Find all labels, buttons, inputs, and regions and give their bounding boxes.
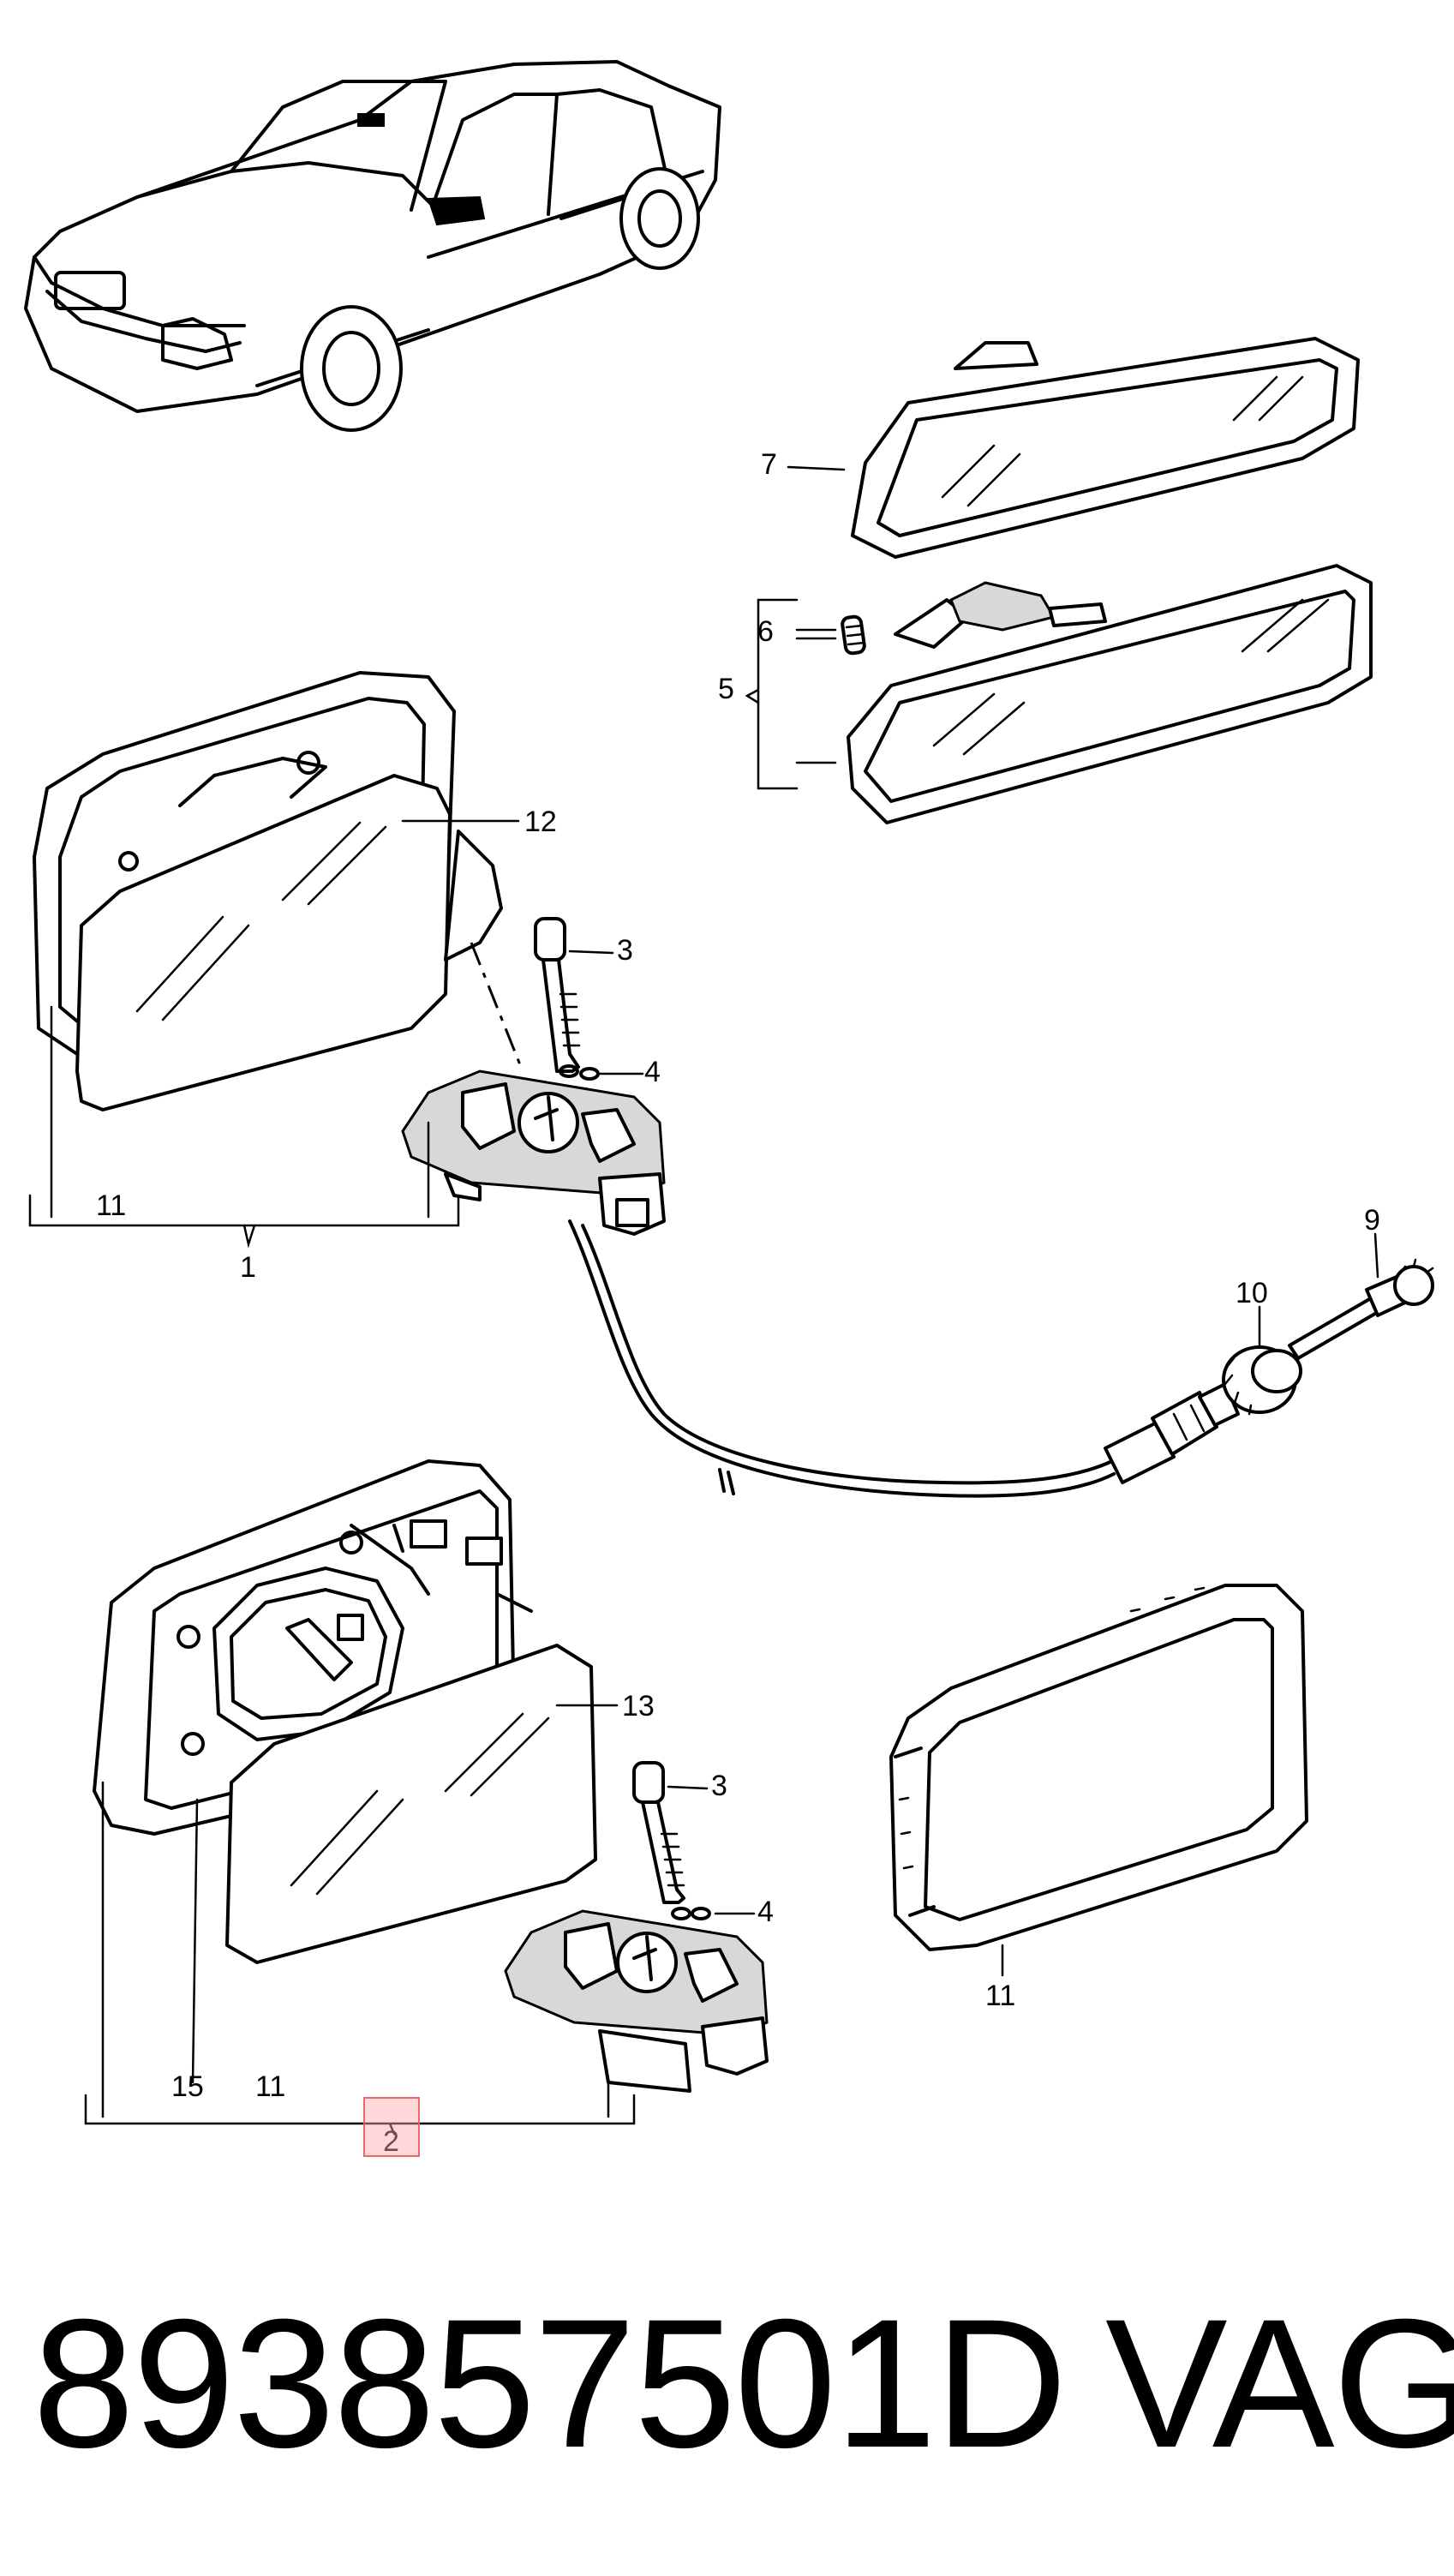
adjuster-9 bbox=[1288, 1258, 1434, 1360]
connector bbox=[1104, 1382, 1240, 1484]
interior-mirror-assembly-5 bbox=[841, 564, 1373, 824]
bracket-5 bbox=[745, 598, 837, 790]
leader-3-upper bbox=[568, 950, 614, 955]
bracket-2 bbox=[84, 1781, 636, 2136]
bolt-3-upper bbox=[534, 917, 581, 1073]
mirror-base-lower bbox=[504, 1909, 769, 2093]
highlight-box-callout-2 bbox=[363, 2097, 420, 2157]
cable bbox=[568, 1219, 1116, 1498]
callout-10: 10 bbox=[1236, 1277, 1268, 1309]
callout-12: 12 bbox=[524, 806, 557, 838]
interior-mirror-7 bbox=[851, 337, 1360, 559]
callout-3-lower: 3 bbox=[711, 1770, 727, 1802]
exploded-parts-diagram: 7 6 5 12 3 4 11 1 9 10 13 3 4 11 15 11 2 bbox=[24, 60, 1434, 2158]
part-number: 893857501D bbox=[33, 2281, 1068, 2486]
mirror-housing-11 bbox=[889, 1584, 1308, 1951]
car-overview-illustration bbox=[24, 60, 721, 432]
callout-3-upper: 3 bbox=[617, 934, 633, 967]
callout-11-upper: 11 bbox=[96, 1189, 126, 1222]
knob-10 bbox=[1222, 1345, 1302, 1416]
callout-2: 2 bbox=[383, 2125, 399, 2158]
leader-7 bbox=[787, 465, 846, 471]
callout-6: 6 bbox=[757, 615, 774, 648]
washer-4-upper bbox=[559, 1064, 600, 1081]
bracket-1 bbox=[28, 1005, 460, 1249]
callout-13: 13 bbox=[622, 1690, 655, 1722]
washer-4-lower bbox=[671, 1907, 711, 1920]
mirror-base-upper bbox=[401, 1069, 666, 1236]
leader-9 bbox=[1373, 1232, 1379, 1279]
brand-name: VAG bbox=[1105, 2281, 1454, 2486]
callout-9: 9 bbox=[1364, 1204, 1380, 1237]
callout-15: 15 bbox=[171, 2070, 204, 2103]
callout-4-lower: 4 bbox=[757, 1896, 774, 1928]
callout-7: 7 bbox=[761, 448, 777, 481]
leader-3-lower bbox=[667, 1785, 709, 1790]
callout-1: 1 bbox=[240, 1251, 256, 1284]
callout-5: 5 bbox=[718, 673, 734, 705]
exterior-mirror-2 bbox=[93, 1459, 597, 1964]
callout-11-lower: 11 bbox=[255, 2070, 285, 2103]
callout-4-upper: 4 bbox=[644, 1056, 661, 1088]
bolt-3-lower bbox=[632, 1761, 685, 1904]
callout-11-housing: 11 bbox=[985, 1980, 1015, 2012]
exterior-mirror-1 bbox=[33, 671, 503, 1111]
